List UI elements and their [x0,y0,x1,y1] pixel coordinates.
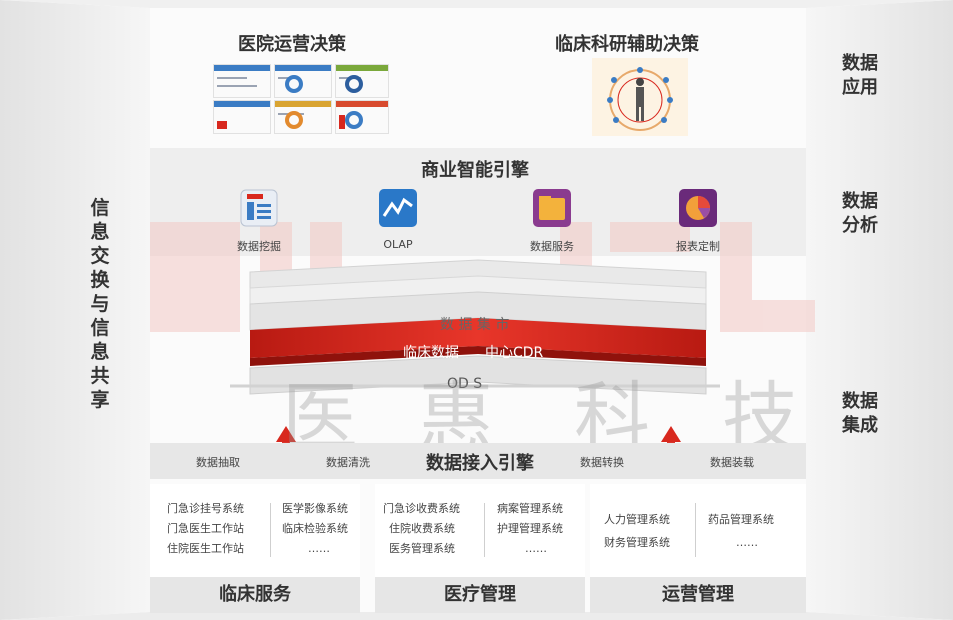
category-operations-management: 运营管理 [590,577,806,613]
divider [270,503,271,557]
bi-item-report-custom[interactable]: 报表定制 [653,188,743,254]
report-list-icon [240,189,278,227]
cdr-label-b: 中心CDR [485,345,544,361]
data-mart-label: 数 据 集 市 [440,317,510,333]
bi-item-label: OLAP [383,238,413,251]
bi-item-label: 报表定制 [676,240,720,253]
category-medical-management: 医疗管理 [375,577,585,613]
pie-chart-icon [679,189,717,227]
dashboard-thumb [274,64,332,98]
step-load: 数据装载 [710,456,754,469]
step-clean: 数据清洗 [326,456,370,469]
medical-systems-b: 病案管理系统护理管理系统…… [497,502,563,555]
line-chart-icon [379,189,417,227]
bi-item-data-service[interactable]: 数据服务 [507,188,597,254]
data-analysis-label: 数据 分析 [842,191,878,236]
info-exchange-label: 信息交换与信息共享 [90,197,110,411]
dashboard-thumb [274,100,332,134]
dashboard-thumb [213,64,271,98]
clinical-systems-a: 门急诊挂号系统门急医生工作站住院医生工作站 [167,502,244,555]
folder-icon [533,189,571,227]
bi-item-olap[interactable]: OLAP [353,188,443,251]
medical-systems-a: 门急诊收费系统住院收费系统医务管理系统 [383,502,460,555]
bi-item-label: 数据服务 [530,240,574,253]
data-access-engine-band [150,443,806,479]
bi-item-label: 数据挖掘 [237,240,281,253]
data-application-label: 数据 应用 [842,53,878,98]
divider [695,503,696,557]
ops-systems-a: 人力管理系统财务管理系统 [604,513,670,549]
step-transform: 数据转换 [580,456,624,469]
cdr-label-a: 临床数据 [403,345,459,361]
data-integration-label: 数据 集成 [842,391,878,436]
bi-item-data-mining[interactable]: 数据挖掘 [214,188,304,254]
dashboard-donuts [285,75,363,129]
dashboard-thumb [213,100,271,134]
data-access-engine-title: 数据接入引擎 [426,453,534,474]
research-decision-title: 临床科研辅助决策 [555,34,699,55]
ops-systems-b: 药品管理系统…… [708,513,774,549]
operations-decision-title: 医院运营决策 [238,34,346,55]
category-clinical-service: 临床服务 [150,577,360,613]
ods-label: OD S [447,376,483,392]
bi-engine-title: 商业智能引擎 [421,160,529,181]
clinical-systems-b: 医学影像系统临床检验系统…… [282,502,348,555]
step-extract: 数据抽取 [196,456,240,469]
divider [484,503,485,557]
body-diagram-thumbnail [592,58,688,136]
